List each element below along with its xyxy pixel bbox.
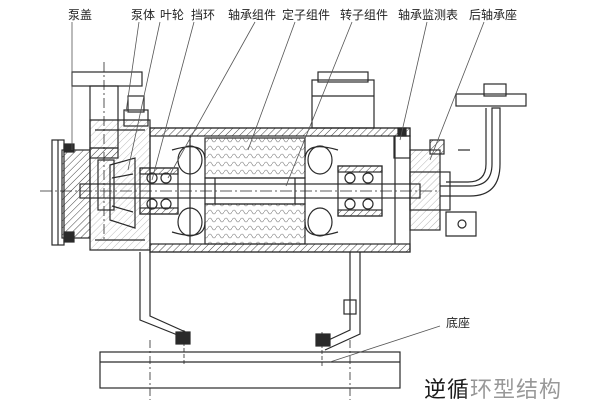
impeller-shape <box>109 157 136 229</box>
rotor-shape <box>204 177 306 205</box>
label-stator-assembly: 定子组件 <box>282 8 331 22</box>
label-rotor-assembly: 转子组件 <box>340 8 389 22</box>
terminal-box <box>311 71 375 129</box>
label-bearing-assembly: 轴承组件 <box>228 8 277 22</box>
leader-lines <box>71 21 485 363</box>
pump-cover-shape <box>51 139 91 246</box>
label-rear-bearing-seat: 后轴承座 <box>469 8 518 22</box>
label-pump-cover: 泵盖 <box>68 8 93 22</box>
label-base: 底座 <box>446 316 471 330</box>
watermark-overlay <box>468 368 568 404</box>
front-bearing <box>139 167 179 215</box>
rear-bearing <box>337 165 383 217</box>
support-frame <box>139 252 361 351</box>
label-pump-body: 泵体 <box>131 8 156 22</box>
label-bearing-monitor: 轴承监测表 <box>398 8 459 22</box>
rear-bearing-seat-shape <box>409 83 527 237</box>
label-impeller: 叶轮 <box>160 8 185 22</box>
stator-shape <box>171 137 339 245</box>
label-retaining-ring: 挡环 <box>191 8 216 22</box>
base-shape <box>99 330 401 400</box>
